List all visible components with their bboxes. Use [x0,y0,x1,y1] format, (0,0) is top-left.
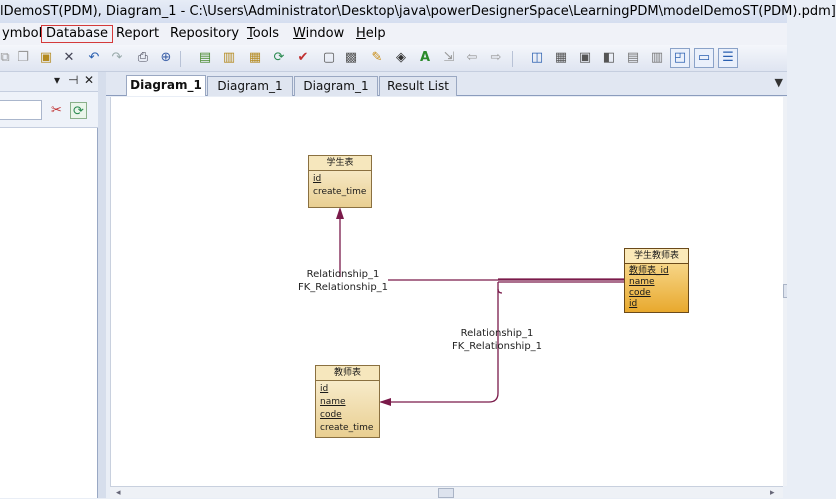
copy-icon[interactable]: ❐ [17,50,29,65]
entity-student[interactable]: 学生表 id create_time [308,155,372,208]
menu-bar: ymbol Database Report Repository Tools W… [0,23,787,45]
pen-icon[interactable]: ✎ [371,50,383,65]
toolbar-separator [180,51,181,67]
relationship-fk: FK_Relationship_1 [297,282,389,293]
panel-splitter[interactable] [98,72,106,498]
menu-help[interactable]: Help [352,25,390,43]
relationship-label-1[interactable]: Relationship_1 FK_Relationship_1 [293,268,393,294]
relationship-label-2[interactable]: Relationship_1 FK_Relationship_1 [447,327,547,353]
open-icon[interactable]: ▤ [198,50,212,65]
menu-database[interactable]: Database [41,25,114,43]
entity-teacher[interactable]: 教师表 id name code create_time [315,365,380,438]
list-icon[interactable]: ☰ [718,48,738,68]
cut-icon[interactable]: ⧉ [0,50,10,65]
scroll-thumb[interactable] [438,488,454,498]
entity-title: 教师表 [316,366,379,381]
menu-help-rest: elp [365,26,386,41]
entity-column: code [320,410,342,420]
entity-column: id [629,299,638,309]
diagram-canvas[interactable]: 学生表 id create_time 学生教师表 教师表_id name cod… [110,97,783,486]
menu-tools-rest: ools [252,26,280,41]
menu-window-rest: indow [305,26,345,41]
close-icon[interactable]: ✕ [84,73,95,87]
tab-menu-icon[interactable]: ▼ [774,76,783,89]
tab-diagram-1[interactable]: Diagram_1 [126,75,206,96]
arrowhead-teacher [379,398,391,406]
scroll-left-icon[interactable]: ◂ [116,488,121,498]
horizontal-scrollbar[interactable]: ◂ ▸ [110,486,783,498]
panel-menu-icon[interactable]: ▾ [54,73,61,87]
entity-column: 教师表_id [629,266,669,276]
tab-diagram-2[interactable]: Diagram_1 [207,76,293,96]
tile-icon[interactable]: ◧ [602,50,616,65]
toolbar-separator [512,51,513,67]
menu-help-mnemonic: H [356,26,366,41]
entity-student-teacher[interactable]: 学生教师表 教师表_id name code id [624,248,689,313]
fill-icon[interactable]: ◈ [396,50,406,65]
entity-column: id [313,174,322,184]
relationship-line-2[interactable] [381,289,499,403]
browser-panel: ▾ ⊣ ✕ ✂ ⟳ [0,72,98,498]
refresh-icon[interactable]: ⟳ [273,50,285,65]
relationship-lines [336,207,624,406]
entity-title: 学生表 [309,156,371,171]
grid-icon[interactable]: ▦ [554,50,568,65]
print-icon[interactable]: ⎙ [137,50,149,65]
entity-column: name [629,277,655,287]
table-icon[interactable]: ▤ [626,50,640,65]
entity-title: 学生教师表 [625,249,688,264]
window-icon[interactable]: ▣ [578,50,592,65]
arrowhead-student [336,207,344,219]
relationship-name: Relationship_1 [460,328,534,339]
undo-icon[interactable]: ↶ [88,50,100,65]
menu-window-mnemonic: W [293,26,306,41]
tab-result-list[interactable]: Result List [379,76,457,96]
folder-icon[interactable]: ▦ [248,50,262,65]
save-icon[interactable]: ▥ [222,50,236,65]
toolbar: ⧉ ❐ ▣ ✕ ↶ ↷ ⎙ ⊕ ▤ ▥ ▦ ⟳ ✔ ▢ ▩ ✎ ◈ A ⇲ ⇦ … [0,45,787,72]
menu-tools-mnemonic: T [247,26,253,41]
entity-column: id [320,384,329,394]
check-icon[interactable]: ✔ [297,50,309,65]
view-table-icon[interactable]: ▥ [650,50,664,65]
scroll-right-icon[interactable]: ▸ [770,488,775,498]
back-icon[interactable]: ⇦ [466,50,478,65]
paste-icon[interactable]: ▣ [39,50,53,65]
scroll-thumb[interactable] [783,284,787,298]
vertical-scrollbar[interactable] [783,97,787,486]
delete-icon[interactable]: ✕ [63,50,75,65]
box-icon[interactable]: ▢ [322,50,336,65]
redo-icon[interactable]: ↷ [111,50,123,65]
entity-column: code [629,288,651,298]
search-input[interactable] [0,100,42,120]
tab-strip: Diagram_1 Diagram_1 Diagram_1 Result Lis… [106,72,787,96]
zoom-icon[interactable]: ⊕ [160,50,172,65]
pin-icon[interactable]: ⊣ [68,73,79,87]
refresh-icon[interactable]: ⟳ [70,102,87,119]
menu-repository[interactable]: Repository [170,26,240,41]
menu-window[interactable]: Window [289,25,348,43]
layout-icon[interactable]: ◫ [530,50,544,65]
text-icon[interactable]: A [419,50,431,65]
window-title: lDemoST(PDM), Diagram_1 - C:\Users\Admin… [0,0,836,23]
entity-column: name [320,397,346,407]
panel-header: ▾ ⊣ ✕ [0,72,98,92]
comment-icon[interactable]: ▭ [694,48,714,68]
entity-column: create_time [320,423,374,433]
view-icon[interactable]: ◰ [670,48,690,68]
clear-filter-icon[interactable]: ✂ [51,103,62,118]
panel-toolbar: ✂ ⟳ [0,92,98,128]
arrow-icon[interactable]: ⇲ [443,50,455,65]
menu-report[interactable]: Report [116,26,160,41]
relationship-fk: FK_Relationship_1 [451,341,543,352]
tab-diagram-3[interactable]: Diagram_1 [294,76,378,96]
entity-column: create_time [313,187,367,197]
menu-symbol[interactable]: ymbol [2,26,43,41]
grid-small-icon[interactable]: ▩ [344,50,358,65]
forward-icon[interactable]: ⇨ [490,50,502,65]
relationship-name: Relationship_1 [306,269,380,280]
menu-tools[interactable]: Tools [243,25,283,43]
